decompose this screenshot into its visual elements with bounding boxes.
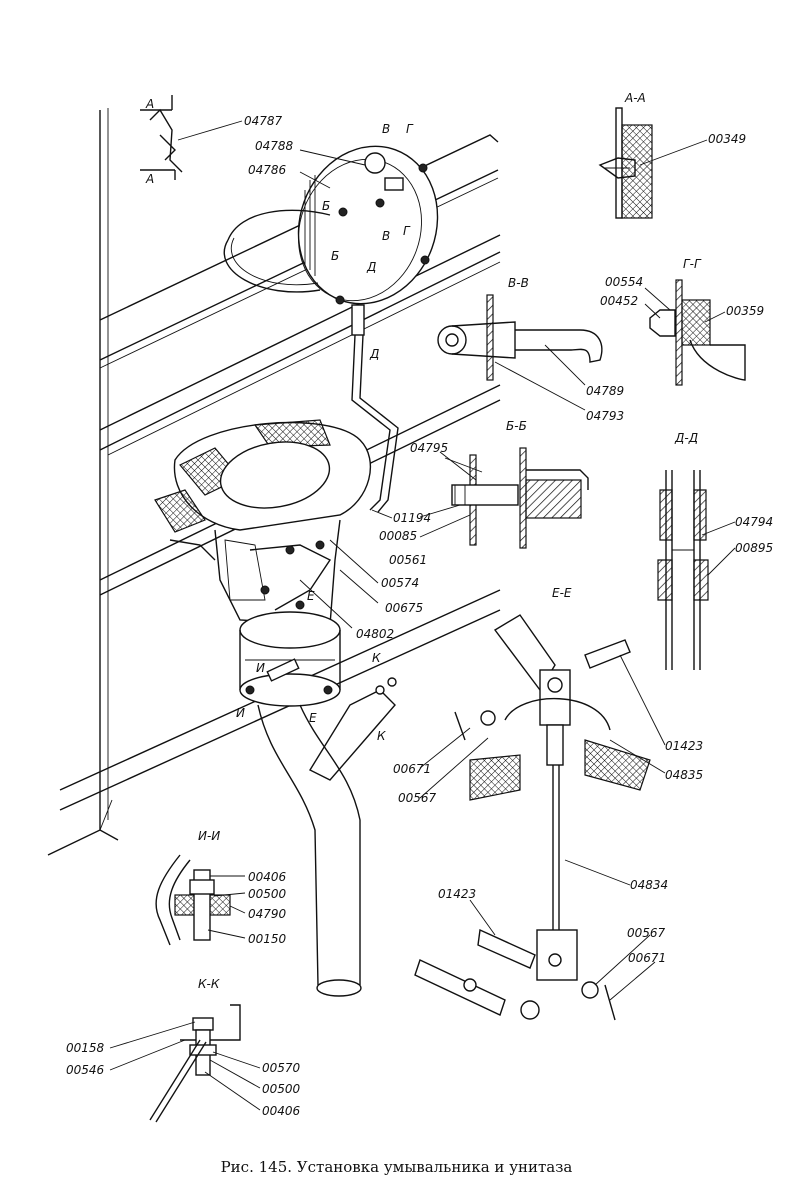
cut-letter-i-top: И xyxy=(256,661,265,675)
part-label-00570: 00570 xyxy=(262,1061,301,1075)
part-label-00546: 00546 xyxy=(66,1063,105,1077)
cut-letter-a-bottom: А xyxy=(145,172,154,186)
figure-caption: Рис. 145. Установка умывальника и унитаз… xyxy=(220,1158,573,1176)
section-bb xyxy=(451,447,589,549)
part-label-00671-upper: 00671 xyxy=(393,762,431,776)
cut-letter-d-top: Д xyxy=(366,260,376,274)
part-label-00085: 00085 xyxy=(379,529,417,543)
part-label-00895: 00895 xyxy=(735,541,773,555)
section-title-ee: Е-Е xyxy=(552,586,572,600)
cut-letter-i-bottom: И xyxy=(236,706,245,720)
part-label-01423-lower: 01423 xyxy=(438,887,476,901)
section-dd xyxy=(657,470,709,670)
section-aa xyxy=(598,107,653,219)
cut-letter-d-bottom: Д xyxy=(369,347,379,361)
part-label-00574: 00574 xyxy=(381,576,419,590)
part-label-00561: 00561 xyxy=(389,553,427,567)
section-kk xyxy=(149,1004,241,1123)
cut-letter-k-top: К xyxy=(372,651,381,665)
leader-lines xyxy=(109,120,736,1111)
cut-letter-k-bottom: К xyxy=(377,729,386,743)
section-title-ii: И-И xyxy=(198,829,220,843)
part-label-04795: 04795 xyxy=(410,441,448,455)
part-label-00150: 00150 xyxy=(248,932,287,946)
cut-letter-a-top: А xyxy=(145,97,154,111)
part-label-00671-lower: 00671 xyxy=(628,951,666,965)
section-title-kk: К-К xyxy=(198,977,220,991)
part-label-00554: 00554 xyxy=(605,275,643,289)
part-label-00406-upper: 00406 xyxy=(248,870,287,884)
part-label-01423-upper: 01423 xyxy=(665,739,703,753)
cut-letter-g-top: Г xyxy=(406,122,414,136)
part-label-00567-lower: 00567 xyxy=(627,926,666,940)
part-label-04787: 04787 xyxy=(244,114,283,128)
cut-letter-g-bottom: Г xyxy=(403,224,411,238)
part-label-04835: 04835 xyxy=(665,768,703,782)
part-label-00500-lower: 00500 xyxy=(262,1082,301,1096)
section-title-vv: В-В xyxy=(508,276,529,290)
part-label-00359: 00359 xyxy=(726,304,764,318)
part-label-04788: 04788 xyxy=(255,139,294,153)
section-ii xyxy=(155,854,231,946)
part-label-04790: 04790 xyxy=(248,907,287,921)
part-label-04789: 04789 xyxy=(586,384,624,398)
section-title-aa: А-А xyxy=(624,91,646,105)
section-vv xyxy=(437,294,603,381)
washbasin-tank xyxy=(223,145,439,305)
cut-letter-b-top: Б xyxy=(322,199,330,213)
section-title-bb: Б-Б xyxy=(506,419,527,433)
cut-letter-v-top: В xyxy=(382,122,390,136)
section-gg xyxy=(649,279,746,386)
part-label-00567-upper: 00567 xyxy=(398,791,437,805)
section-title-dd: Д-Д xyxy=(674,431,698,445)
drain-pipe xyxy=(351,304,399,513)
part-label-00675: 00675 xyxy=(385,601,423,615)
part-label-01194: 01194 xyxy=(393,511,431,525)
part-label-04793: 04793 xyxy=(586,409,624,423)
cut-letter-b-bottom: Б xyxy=(331,249,339,263)
cut-letter-e-top: Е xyxy=(307,589,315,603)
part-label-00158: 00158 xyxy=(66,1041,105,1055)
cut-letter-e-bottom: Е xyxy=(309,711,317,725)
clip-detail-a xyxy=(140,95,183,180)
part-label-00349: 00349 xyxy=(708,132,746,146)
section-title-gg: Г-Г xyxy=(683,257,702,271)
part-label-04834: 04834 xyxy=(630,878,668,892)
part-label-00406-lower: 00406 xyxy=(262,1104,301,1118)
part-label-00500-upper: 00500 xyxy=(248,887,287,901)
part-label-04802: 04802 xyxy=(356,627,394,641)
cut-letter-v-bottom: В xyxy=(382,229,390,243)
part-label-04794: 04794 xyxy=(735,515,773,529)
toilet-bowl xyxy=(154,419,397,997)
part-label-04786: 04786 xyxy=(248,163,287,177)
section-ee xyxy=(414,614,651,1021)
part-label-00452: 00452 xyxy=(600,294,638,308)
